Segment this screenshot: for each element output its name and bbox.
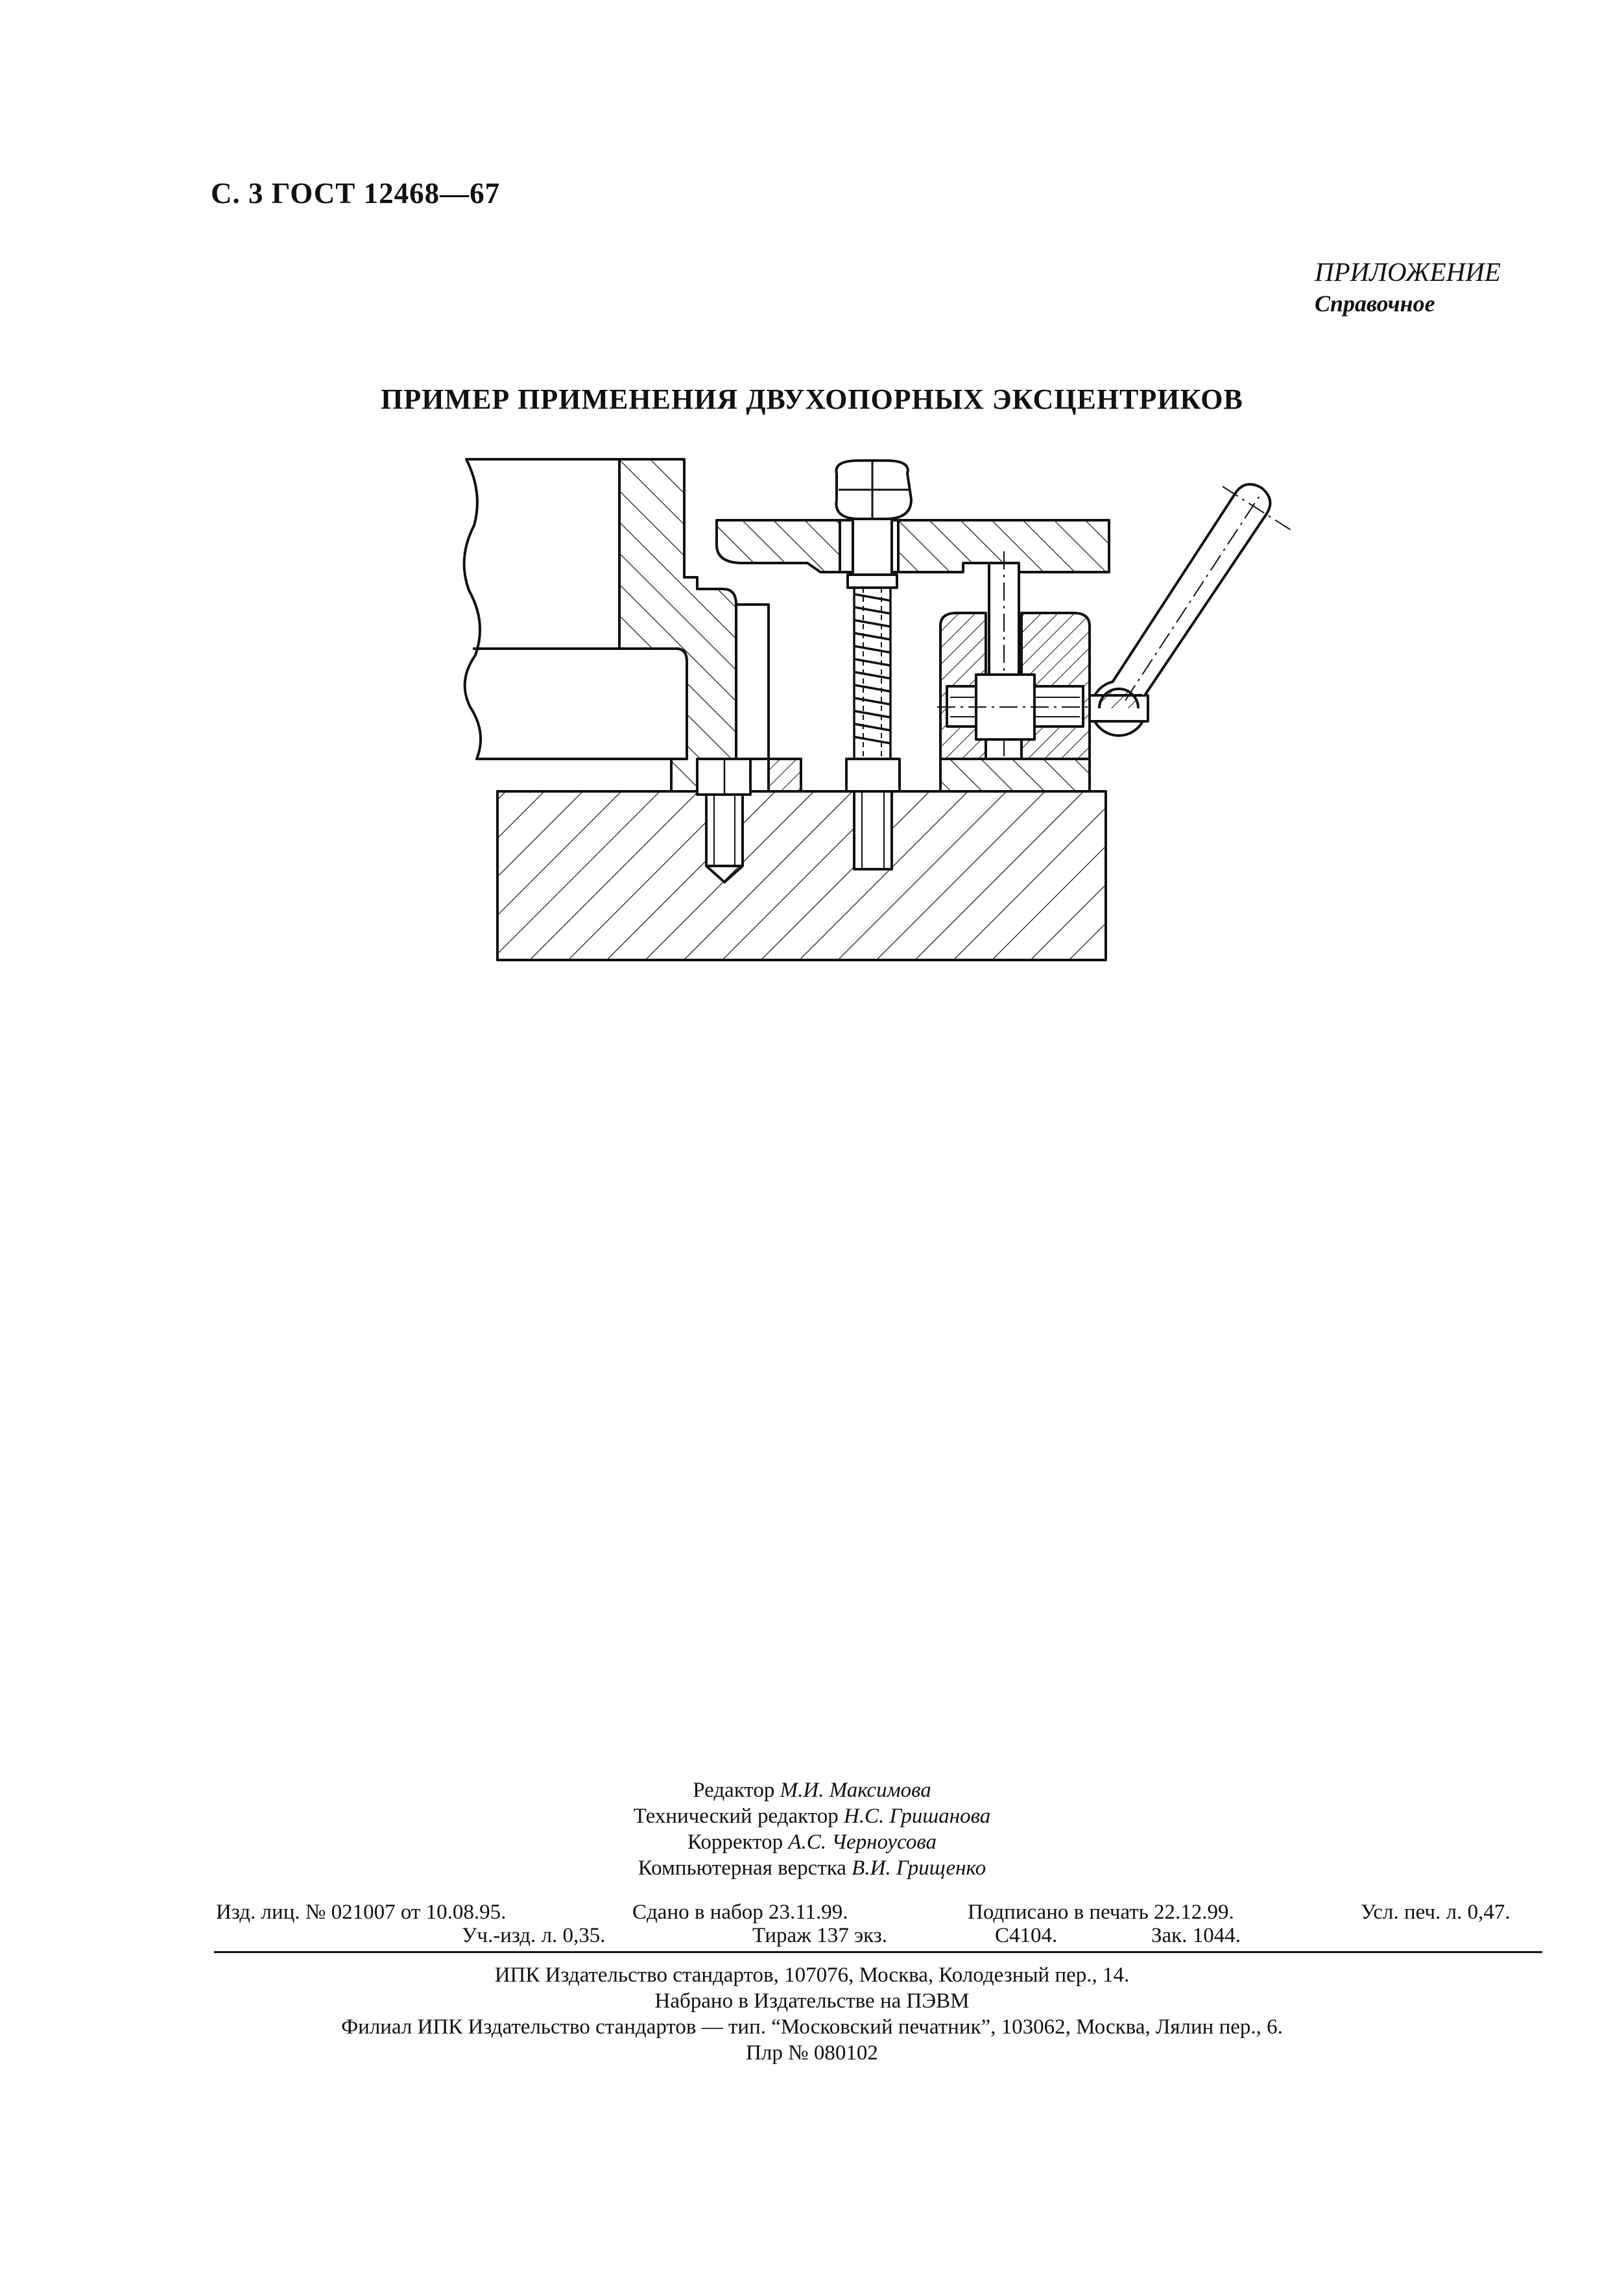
credits-block: Редактор М.И. Максимова Технический реда… bbox=[0, 1777, 1624, 1881]
imprint-print-sheets: Усл. печ. л. 0,47. bbox=[1361, 1901, 1511, 1924]
appendix-label: ПРИЛОЖЕНИЕ Справочное bbox=[1315, 256, 1535, 317]
eccentric-clamp-drawing bbox=[462, 458, 1295, 961]
imprint-order: Зак. 1044. bbox=[1151, 1924, 1241, 1947]
publisher-line-1: ИПК Издательство стандартов, 107076, Мос… bbox=[494, 1963, 1130, 1987]
document-title: ПРИМЕР ПРИМЕНЕНИЯ ДВУХОПОРНЫХ ЭКСЦЕНТРИК… bbox=[381, 383, 1243, 415]
imprint-license: Изд. лиц. № 021007 от 10.08.95. bbox=[216, 1901, 507, 1924]
imprint-code: С4104. bbox=[995, 1924, 1058, 1947]
publisher-block: ИПК Издательство стандартов, 107076, Мос… bbox=[0, 1962, 1624, 2066]
credit-layout: Компьютерная верстка В.И. Грищенко bbox=[638, 1856, 986, 1880]
publisher-line-2: Набрано в Издательстве на ПЭВМ bbox=[654, 1989, 970, 2013]
lever-handle bbox=[1111, 483, 1272, 697]
page-header: С. 3 ГОСТ 12468—67 bbox=[211, 177, 501, 210]
publisher-line-3: Филиал ИПК Издательство стандартов — тип… bbox=[341, 2015, 1283, 2039]
appendix-subtitle: Справочное bbox=[1315, 291, 1435, 317]
spring bbox=[853, 588, 892, 759]
imprint-submitted: Сдано в набор 23.11.99. bbox=[632, 1901, 848, 1924]
clamp-strap bbox=[715, 519, 1110, 573]
imprint-circulation: Тираж 137 экз. bbox=[752, 1924, 887, 1947]
imprint-pub-sheets: Уч.-изд. л. 0,35. bbox=[462, 1924, 606, 1947]
base-plate bbox=[496, 790, 1107, 961]
imprint-signed: Подписано в печать 22.12.99. bbox=[968, 1901, 1234, 1924]
credit-editor: Редактор М.И. Максимова bbox=[693, 1779, 931, 1802]
divider-line bbox=[214, 1951, 1542, 1953]
credit-corrector: Корректор А.С. Черноусова bbox=[687, 1830, 937, 1854]
publisher-line-4: Плр № 080102 bbox=[746, 2041, 878, 2065]
appendix-title: ПРИЛОЖЕНИЕ bbox=[1315, 257, 1501, 287]
credit-tech-editor: Технический редактор Н.С. Гришанова bbox=[633, 1805, 991, 1828]
